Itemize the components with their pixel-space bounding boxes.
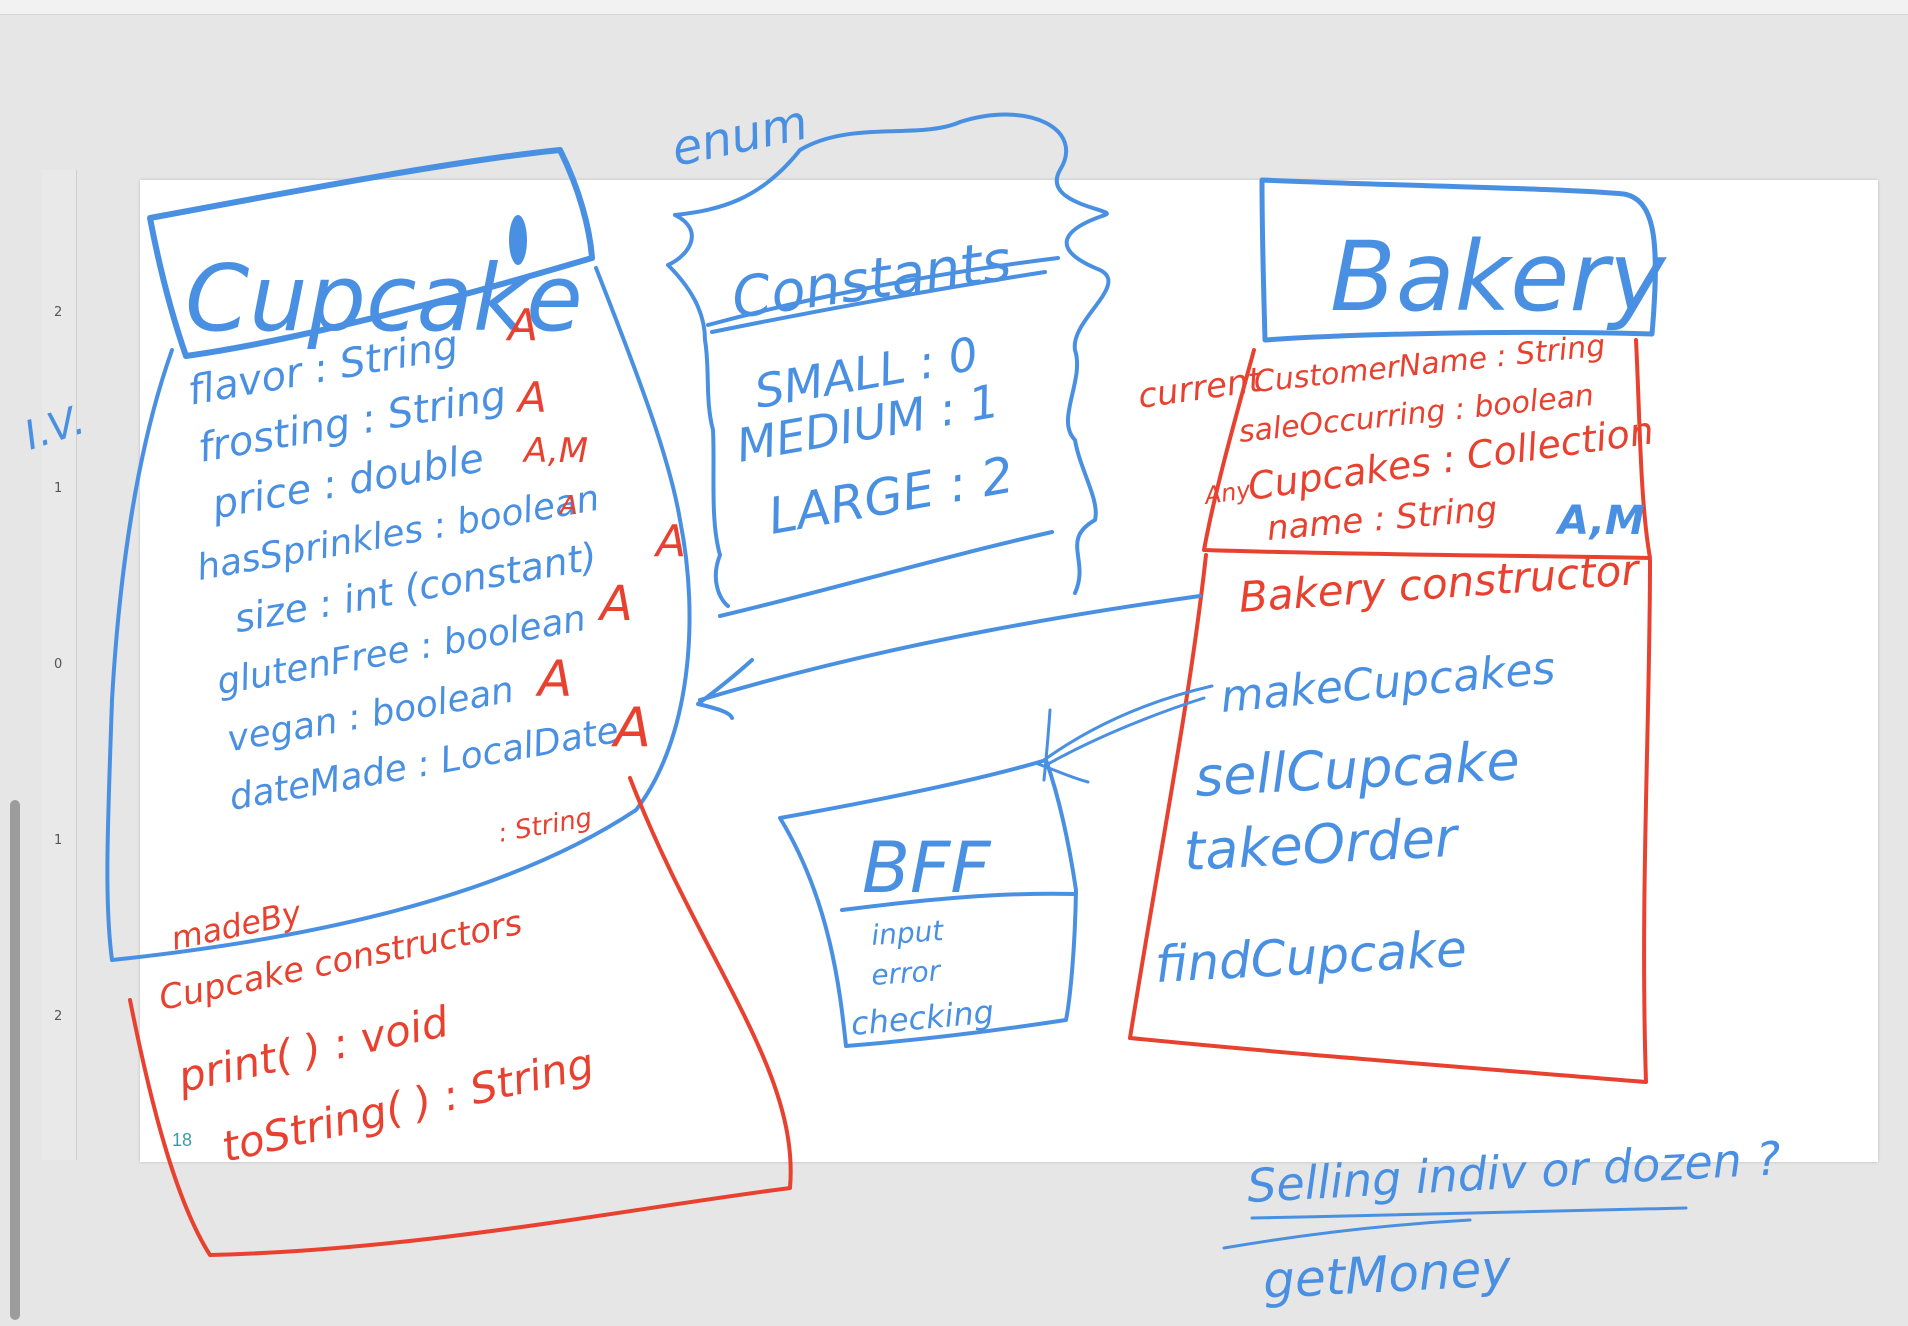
method-take-order: takeOrder (1182, 806, 1461, 883)
mark-a: A (597, 576, 633, 632)
bakery-attr-box (1202, 338, 1652, 560)
ruler-labels: 2 1 0 1 2 (54, 305, 62, 1024)
constants-box (666, 112, 1111, 608)
bakery-class[interactable] (1128, 177, 1658, 1084)
bff-note: input (870, 914, 945, 952)
ruler-label: 1 (54, 481, 62, 496)
bakery-attr-prefix: Any (1201, 476, 1253, 510)
bff-note: checking (849, 993, 995, 1043)
access-marks: A A A,M A A A A A (505, 300, 686, 759)
constants-underline (706, 256, 1060, 334)
bakery-title-box (1259, 177, 1658, 343)
mark-a: A (515, 373, 547, 422)
ruler-label: 1 (54, 833, 62, 848)
constants-enum[interactable] (666, 112, 1111, 618)
mark-am: A,M (522, 431, 588, 471)
mark-a: A (535, 650, 572, 708)
note-get-money: getMoney (1262, 1239, 1514, 1310)
bakery-title: Bakery (1330, 221, 1667, 333)
ruler-label: 0 (54, 657, 62, 672)
method-sell-cupcake: sellCupcake (1193, 729, 1521, 809)
bakery-to-bff-arrow (1036, 684, 1214, 784)
slide-canvas (140, 180, 1878, 1162)
ink-blot (509, 215, 527, 265)
mark-a: A (653, 516, 686, 567)
ruler-label: 2 (54, 1009, 62, 1024)
bff-class[interactable] (778, 758, 1078, 1048)
cupcake-attribute-list: flavor : String frosting : String price … (185, 322, 622, 819)
cupcake-attr-box (105, 266, 692, 962)
bff-divider (840, 891, 1078, 912)
attr-made-by: madeBy (168, 893, 306, 958)
constants-bottom (718, 530, 1054, 618)
bakery-method-box (1128, 553, 1652, 1084)
cupcake-class[interactable] (105, 147, 793, 1257)
bff-box (778, 758, 1078, 1048)
constants-title: Constants (728, 228, 1015, 331)
mark-am: A,M (1555, 498, 1645, 544)
slide-number: 18 (172, 1130, 192, 1150)
vertical-scrollbar[interactable] (10, 800, 20, 1320)
bff-title: BFF (862, 827, 992, 909)
cupcake-title-box (147, 147, 595, 359)
iv-annotation: I.V. (19, 397, 90, 459)
bff-note: error (870, 954, 943, 992)
method-find-cupcake: findCupcake (1154, 920, 1469, 994)
vertical-ruler (42, 170, 77, 1160)
app-top-bar (0, 0, 1908, 15)
bakery-to-cupcake-arrow (696, 594, 1202, 720)
mark-a: A (505, 300, 538, 351)
ruler-label: 2 (54, 305, 62, 320)
method-make-cupcakes: makeCupcakes (1219, 643, 1558, 723)
cupcake-method-box (128, 776, 793, 1257)
enum-annotation: enum (667, 94, 813, 177)
mark-a: A (611, 696, 651, 759)
note-selling-question: Selling indiv or dozen ? (1246, 1131, 1782, 1213)
note-underline (1222, 1206, 1688, 1250)
bakery-attr-prefix: current (1136, 360, 1266, 417)
mark-a-small: A (558, 491, 578, 521)
